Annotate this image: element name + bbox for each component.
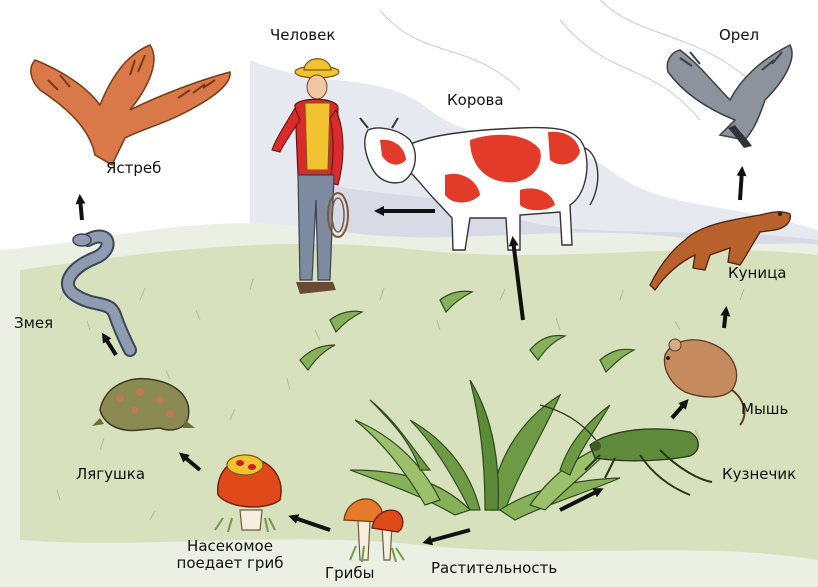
label-orel: Орел — [719, 27, 759, 44]
label-nasekomoe: Насекомое поедает гриб — [160, 538, 300, 573]
label-nasekomoe-line2: поедает гриб — [160, 555, 300, 572]
label-korova: Корова — [447, 92, 504, 109]
label-kunitsa: Куница — [728, 265, 786, 282]
label-nasekomoe-line1: Насекомое — [160, 538, 300, 555]
arrow-icon — [724, 310, 726, 328]
label-yastreb: Ястреб — [106, 160, 161, 177]
arrow-icon — [80, 198, 82, 220]
arrow-icon — [740, 170, 742, 200]
label-mysh: Мышь — [741, 401, 788, 418]
label-chelovek: Человек — [270, 27, 335, 44]
label-lyagushka: Лягушка — [76, 466, 145, 483]
label-zmeya: Змея — [14, 315, 53, 332]
label-kuznechik: Кузнечик — [722, 466, 796, 483]
label-griby: Грибы — [325, 565, 375, 582]
label-rastitelnost: Растительность — [431, 560, 557, 577]
